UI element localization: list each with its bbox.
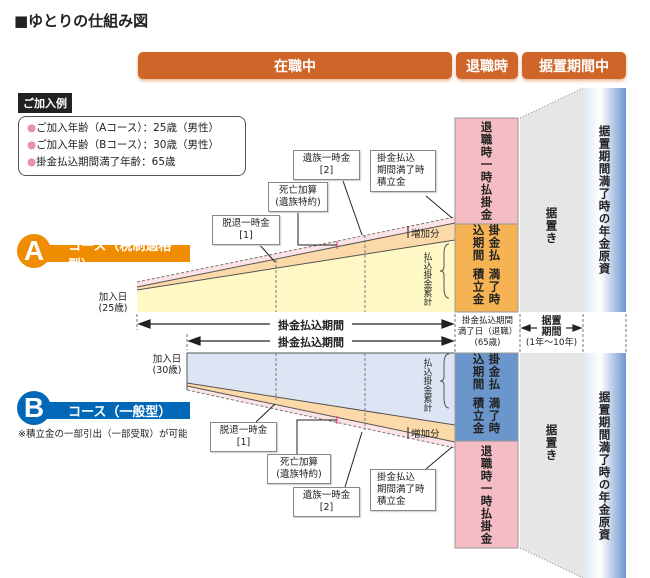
b-cumulative-area xyxy=(187,353,455,425)
course-b-letter: B xyxy=(17,391,51,425)
increase-label-b: 増加分 xyxy=(411,429,440,440)
join-date-a: 加入日(25歳) xyxy=(98,292,128,314)
bullet-icon: ● xyxy=(27,156,37,168)
course-a-letter: A xyxy=(17,234,51,268)
example-box: ●ご加入年齢（Aコース）：25歳（男性） ●ご加入年齢（Bコース）：30歳（男性… xyxy=(18,116,246,176)
page-title: ■ゆとりの仕組み図 xyxy=(14,12,149,30)
payment-period-a: 掛金払込期間 xyxy=(270,317,352,333)
pension-fund-bar-b xyxy=(583,353,626,578)
payment-period-b: 掛金払込期間 xyxy=(270,334,352,350)
pension-fund-b: 据置期間満了時の年金原資 xyxy=(597,390,612,541)
a-cumulative-area xyxy=(137,240,455,312)
deferral-area-a xyxy=(520,88,583,312)
course-b-name: コース（一般型） xyxy=(68,405,172,420)
retire-lump-a: 退職時一時払掛金 xyxy=(479,121,494,221)
example-item: ご加入年齢（Bコース）：30歳（男性） xyxy=(36,139,219,151)
retire-lump-b: 退職時一時払掛金 xyxy=(479,444,494,545)
deferral-a: 据置き xyxy=(544,207,559,245)
callout-withdrawal-b: 脱退一時金[1] xyxy=(210,422,277,452)
maturity-col-b: 掛金払込期間満了時積立金 xyxy=(471,353,502,435)
callout-maturity-a: 掛金払込期間満了時積立金 xyxy=(370,150,436,192)
maturity-col-a: 掛金払込期間満了時積立金 xyxy=(471,224,502,306)
phase-retirement: 退職時 xyxy=(456,52,518,79)
course-a-badge: コース（税制適格型） xyxy=(34,239,190,273)
pension-fund-a: 据置期間満了時の年金原資 xyxy=(597,125,612,275)
cumulative-label-b: 払込掛金累計 xyxy=(421,358,432,412)
callout-death-a: 死亡加算(遺族特約) xyxy=(268,182,328,212)
course-b-note: ※積立金の一部引出（一部受取）が可能 xyxy=(18,429,188,440)
phase-employed: 在職中 xyxy=(138,52,452,79)
deferral-period: 据置期間(1年〜10年) xyxy=(525,316,578,348)
callout-death-b: 死亡加算(遺族特約) xyxy=(267,454,331,484)
callout-withdrawal-a: 脱退一時金[1] xyxy=(212,215,280,245)
callout-survivor-b: 遺族一時金[2] xyxy=(293,487,360,517)
join-date-b: 加入日(30歳) xyxy=(152,354,182,376)
cumulative-label-a: 払込掛金累計 xyxy=(421,252,432,306)
increase-label-a: 増加分 xyxy=(411,229,440,240)
bullet-icon: ● xyxy=(27,139,37,151)
bullet-icon: ● xyxy=(27,122,37,134)
pension-fund-bar-a xyxy=(583,88,626,312)
callout-survivor-a: 遺族一時金[2] xyxy=(293,150,360,180)
phase-deferral: 据置期間中 xyxy=(522,52,626,79)
example-label: ご加入例 xyxy=(18,93,72,113)
deferral-b: 据置き xyxy=(544,424,559,462)
maturity-date: 掛金払込期間満了日（退職）(65歳) xyxy=(457,316,518,348)
course-a-name: コース（税制適格型） xyxy=(68,238,172,273)
example-item: 掛金払込期間満了年齢：65歳 xyxy=(36,156,176,168)
course-b-badge: コース（一般型） xyxy=(34,402,190,420)
callout-maturity-b: 掛金払込期間満了時積立金 xyxy=(370,469,436,511)
example-item: ご加入年齢（Aコース）：25歳（男性） xyxy=(36,122,219,134)
deferral-area-b xyxy=(520,353,583,578)
